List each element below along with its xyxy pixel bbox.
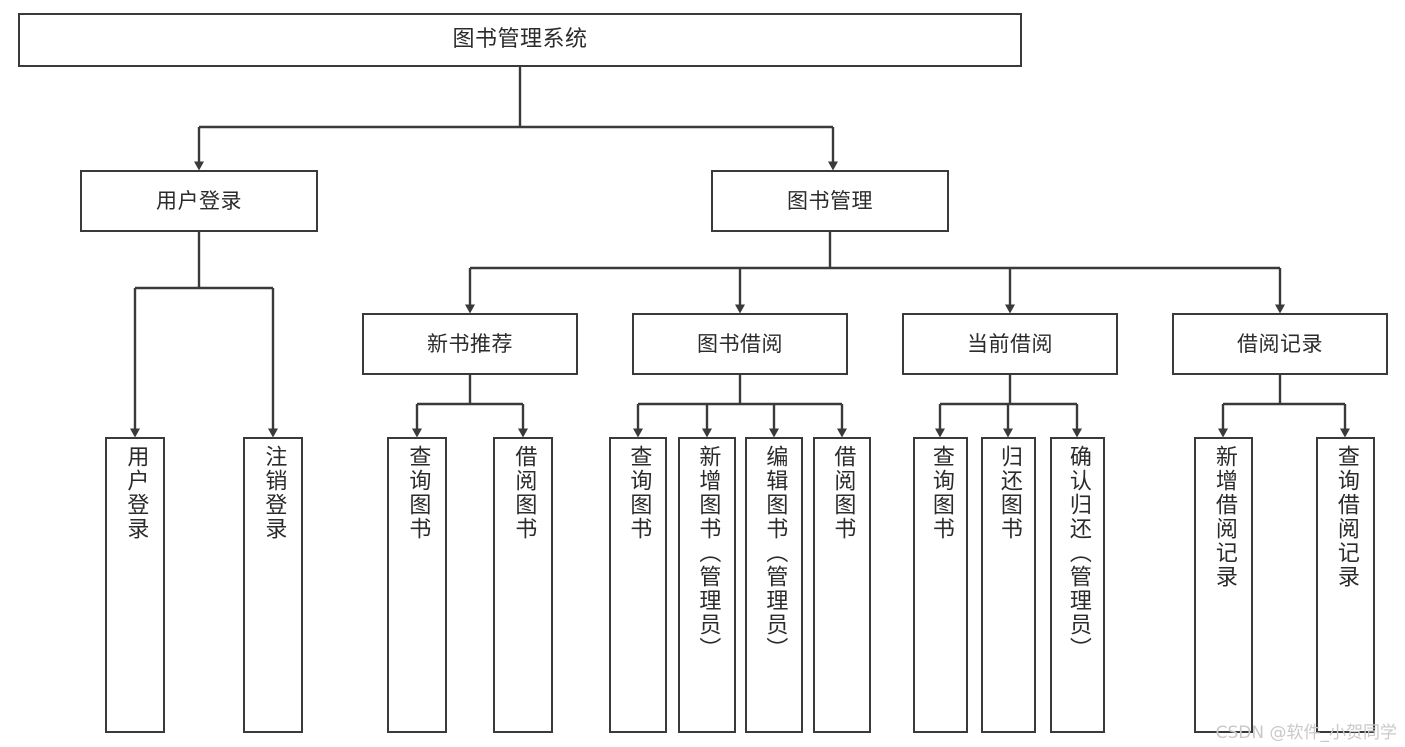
node-label: 查询图书 [626,445,652,541]
node-label: 借阅图书 [511,445,537,541]
leaf-current-borrow-query[interactable]: 查询图书 [913,437,968,733]
node-book-management[interactable]: 图书管理 [711,170,949,232]
node-label: 用户登录 [123,445,149,541]
node-label: 新增借阅记录 [1211,445,1237,589]
node-label: 确认归还（管理员） [1065,445,1091,661]
node-label: 当前借阅 [967,331,1053,356]
node-label: 图书管理系统 [452,27,588,53]
leaf-book-borrow-edit[interactable]: 编辑图书（管理员） [745,437,803,733]
leaf-user-login-logout[interactable]: 注销登录 [243,437,303,733]
node-label: 借阅记录 [1237,331,1323,356]
node-label: 查询借阅记录 [1333,445,1359,589]
node-user-login[interactable]: 用户登录 [80,170,318,232]
node-label: 图书管理 [787,188,873,213]
node-label: 借阅图书 [830,445,856,541]
leaf-borrow-record-add[interactable]: 新增借阅记录 [1194,437,1253,733]
node-current-borrow[interactable]: 当前借阅 [902,313,1118,375]
leaf-book-borrow-add[interactable]: 新增图书（管理员） [678,437,736,733]
node-label: 用户登录 [156,188,242,213]
node-label: 新书推荐 [427,331,513,356]
leaf-current-borrow-return[interactable]: 归还图书 [981,437,1036,733]
leaf-current-borrow-confirm-return[interactable]: 确认归还（管理员） [1050,437,1105,733]
node-label: 查询图书 [928,445,954,541]
leaf-borrow-record-query[interactable]: 查询借阅记录 [1316,437,1375,733]
leaf-new-book-borrow[interactable]: 借阅图书 [493,437,553,733]
node-label: 注销登录 [261,445,287,541]
leaf-user-login-login[interactable]: 用户登录 [105,437,165,733]
node-new-book-recommend[interactable]: 新书推荐 [362,313,578,375]
node-label: 查询图书 [405,445,431,541]
node-label: 新增图书（管理员） [695,445,721,661]
node-label: 归还图书 [996,445,1022,541]
node-root-book-management-system[interactable]: 图书管理系统 [18,13,1022,67]
leaf-new-book-query[interactable]: 查询图书 [387,437,447,733]
leaf-book-borrow-borrow[interactable]: 借阅图书 [813,437,871,733]
node-label: 编辑图书（管理员） [762,445,788,661]
leaf-book-borrow-query[interactable]: 查询图书 [609,437,667,733]
node-label: 图书借阅 [697,331,783,356]
node-borrow-record[interactable]: 借阅记录 [1172,313,1388,375]
node-book-borrow[interactable]: 图书借阅 [632,313,848,375]
